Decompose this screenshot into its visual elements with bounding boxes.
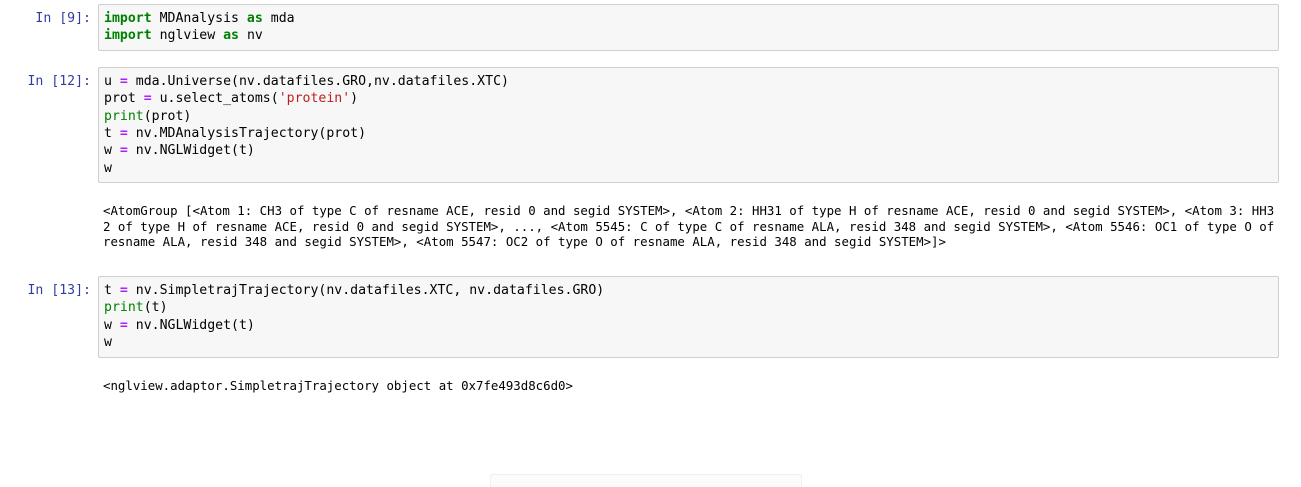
code-cell[interactable]: In [12]: u = mda.Universe(nv.datafiles.GR…: [0, 66, 1301, 184]
code-line: w: [104, 334, 1274, 351]
code-cell[interactable]: In [13]: t = nv.SimpletrajTrajectory(nv.d…: [0, 276, 1301, 358]
output-stream-text: <AtomGroup [<Atom 1: CH3 of type C of re…: [103, 203, 1282, 250]
code-token: print: [104, 300, 144, 316]
code-token: =: [119, 126, 128, 142]
output-stream-text: <nglview.adaptor.SimpletrajTrajectory ob…: [103, 377, 573, 393]
input-prompt: In [12]:: [27, 73, 91, 89]
code-token: (t): [143, 300, 168, 316]
code-token: 'protein': [278, 91, 351, 107]
code-line: w: [104, 160, 1274, 177]
code-token: nv.NGLWidget(t): [127, 317, 255, 333]
code-token: w: [104, 160, 112, 176]
code-line: import MDAnalysis as mda: [104, 10, 1274, 27]
output-prompt: [0, 199, 98, 222]
code-editor[interactable]: t = nv.SimpletrajTrajectory(nv.datafiles…: [98, 276, 1279, 358]
code-token: mda.Universe(nv.datafiles.GRO,nv.datafil…: [127, 73, 509, 89]
code-line: print(t): [104, 299, 1274, 316]
cell-output: <nglview.adaptor.SimpletrajTrajectory ob…: [0, 374, 1301, 398]
code-token: mda: [262, 11, 295, 26]
cell-spacer: [0, 183, 1301, 199]
cell-output: <AtomGroup [<Atom 1: CH3 of type C of re…: [0, 199, 1301, 254]
code-line: w = nv.NGLWidget(t): [104, 142, 1274, 159]
code-token: u: [104, 73, 120, 89]
code-line: t = nv.MDAnalysisTrajectory(prot): [104, 125, 1274, 142]
code-token: (prot): [143, 108, 192, 124]
code-line: import nglview as nv: [104, 27, 1274, 44]
code-line: u = mda.Universe(nv.datafiles.GRO,nv.dat…: [104, 73, 1274, 90]
code-token: nv: [239, 28, 263, 44]
code-token: t: [104, 126, 120, 142]
code-token: w: [104, 335, 112, 351]
code-token: ): [350, 91, 359, 107]
code-line: print(prot): [104, 108, 1274, 125]
code-token: w: [104, 143, 120, 159]
code-token: MDAnalysis: [151, 11, 247, 26]
code-token: as: [246, 11, 263, 26]
output-area: <nglview.adaptor.SimpletrajTrajectory ob…: [98, 374, 1279, 398]
code-token: nv.SimpletrajTrajectory(nv.datafiles.XTC…: [127, 283, 605, 299]
code-token: print: [104, 108, 144, 124]
code-token: =: [143, 91, 152, 107]
code-token: u.select_atoms(: [151, 91, 279, 107]
code-token: =: [119, 143, 128, 159]
code-token: nglview: [151, 28, 224, 44]
code-token: w: [104, 317, 120, 333]
code-source[interactable]: u = mda.Universe(nv.datafiles.GRO,nv.dat…: [104, 73, 1274, 177]
input-prompt: In [13]:: [27, 283, 91, 299]
code-editor[interactable]: u = mda.Universe(nv.datafiles.GRO,nv.dat…: [98, 66, 1279, 184]
code-line: t = nv.SimpletrajTrajectory(nv.datafiles…: [104, 282, 1274, 299]
code-token: =: [119, 317, 128, 333]
nglwidget-viewport-stub[interactable]: [490, 474, 802, 487]
cell-spacer: [0, 358, 1301, 374]
code-token: nv.NGLWidget(t): [127, 143, 255, 159]
output-area: <AtomGroup [<Atom 1: CH3 of type C of re…: [98, 199, 1279, 254]
code-source[interactable]: t = nv.SimpletrajTrajectory(nv.datafiles…: [104, 282, 1274, 352]
code-token: prot: [104, 91, 144, 107]
code-token: import: [104, 11, 152, 26]
output-prompt: [0, 374, 98, 397]
input-prompt: In [9]:: [35, 11, 91, 26]
code-token: import: [104, 28, 152, 44]
code-token: nv.MDAnalysisTrajectory(prot): [127, 126, 367, 142]
code-token: =: [119, 73, 128, 89]
code-token: t: [104, 283, 120, 299]
cell-gap: [0, 51, 1301, 67]
cell-gap: [0, 254, 1301, 276]
code-line: prot = u.select_atoms('protein'): [104, 90, 1274, 107]
code-token: as: [223, 28, 239, 44]
code-line: w = nv.NGLWidget(t): [104, 317, 1274, 334]
code-token: =: [119, 283, 128, 299]
